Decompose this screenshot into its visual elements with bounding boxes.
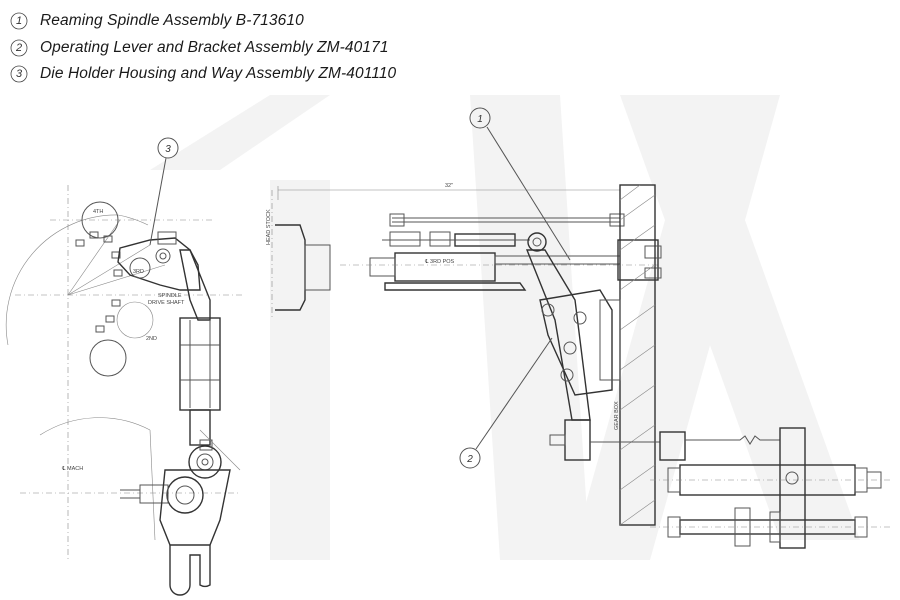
legend-text: Reaming Spindle Assembly B-713610 bbox=[40, 12, 304, 30]
label-2nd: 2ND bbox=[146, 336, 157, 342]
legend-number: 2 bbox=[15, 41, 23, 54]
legend-number: 3 bbox=[15, 68, 23, 81]
callout-2: 2 bbox=[466, 454, 473, 465]
callout-1-circle bbox=[469, 107, 491, 129]
label-drive-shaft: DRIVE SHAFT bbox=[148, 300, 185, 306]
legend-number-circle: 1 bbox=[10, 12, 32, 30]
callout-3: 3 bbox=[165, 144, 171, 155]
legend-text: Die Holder Housing and Way Assembly ZM-4… bbox=[40, 65, 397, 83]
callout-3-circle bbox=[157, 137, 179, 159]
legend-number-circle: 2 bbox=[10, 39, 32, 57]
label-3rd-pos: ℄ 3RD POS bbox=[424, 259, 455, 265]
legend: 1 Reaming Spindle Assembly B-713610 2 Op… bbox=[10, 8, 396, 88]
left-view: 4TH 3RD 2ND SPINDLE DRIVE SHAFT ℄ MACH 3 bbox=[5, 137, 245, 596]
legend-text: Operating Lever and Bracket Assembly ZM-… bbox=[40, 38, 389, 56]
label-mach: ℄ MACH bbox=[61, 466, 83, 472]
label-dimension: 32" bbox=[445, 183, 453, 189]
label-3rd: 3RD bbox=[133, 269, 144, 275]
legend-item: 3 Die Holder Housing and Way Assembly ZM… bbox=[10, 61, 396, 88]
callout-1: 1 bbox=[477, 114, 483, 125]
right-view: HEAD STOCK 32" ℄ 3RD POS bbox=[266, 107, 890, 549]
label-gear-box: GEAR BOX bbox=[614, 401, 620, 430]
legend-number-circle: 3 bbox=[10, 65, 32, 83]
label-spindle: SPINDLE bbox=[158, 293, 182, 299]
watermark bbox=[150, 95, 860, 560]
label-4th: 4TH bbox=[93, 209, 103, 215]
legend-item: 2 Operating Lever and Bracket Assembly Z… bbox=[10, 35, 396, 62]
label-head-stock: HEAD STOCK bbox=[266, 209, 272, 245]
legend-number: 1 bbox=[15, 15, 23, 28]
legend-item: 1 Reaming Spindle Assembly B-713610 bbox=[10, 8, 396, 35]
callout-2-circle bbox=[459, 447, 481, 469]
